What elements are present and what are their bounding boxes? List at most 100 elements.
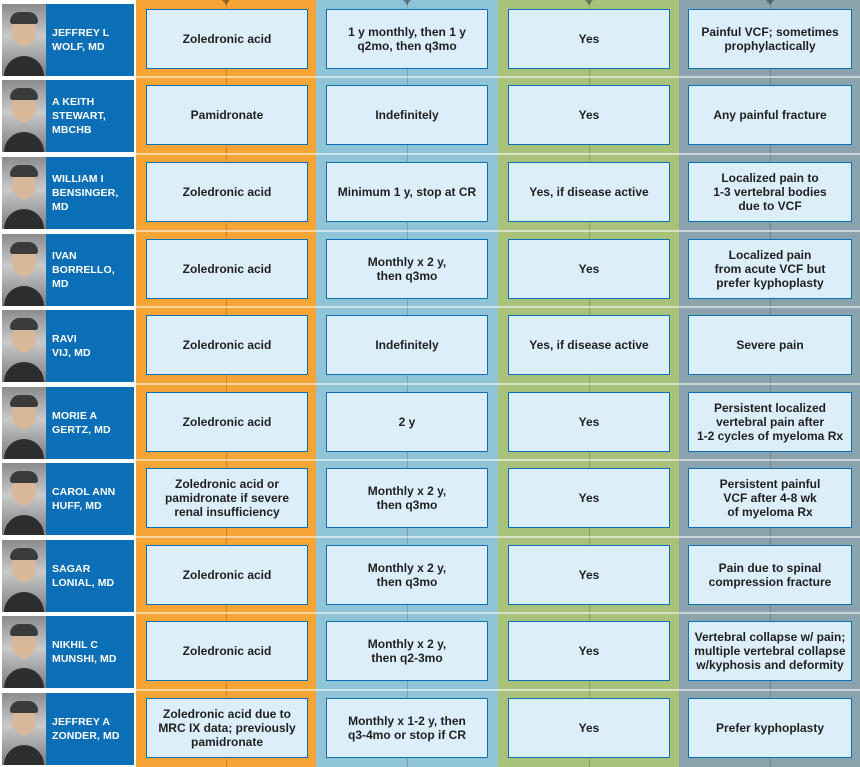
- answer-box-text: Yes, if disease active: [529, 338, 649, 352]
- duration-box-text: Monthly x 2 y, then q3mo: [367, 255, 447, 283]
- row-divider: [136, 536, 860, 538]
- row-divider: [136, 612, 860, 614]
- row-divider: [136, 230, 860, 232]
- indication-box-text: Pain due to spinal compression fracture: [708, 561, 832, 589]
- doctor-photo: [2, 157, 46, 229]
- doctor-name-band: SAGAR LONIAL, MD: [46, 540, 134, 612]
- duration-box-text: 2 y: [398, 415, 416, 429]
- duration-box: Monthly x 1-2 y, then q3-4mo or stop if …: [326, 698, 488, 758]
- doctor-photo: [2, 4, 46, 76]
- indication-box-text: Localized pain from acute VCF but prefer…: [714, 248, 826, 290]
- doctor-name: IVAN BORRELLO, MD: [52, 250, 115, 290]
- duration-box: Indefinitely: [326, 85, 488, 145]
- duration-box: Monthly x 2 y, then q3mo: [326, 545, 488, 605]
- agent-box-text: Zoledronic acid: [182, 415, 272, 429]
- agent-box: Zoledronic acid: [146, 315, 308, 375]
- duration-box: 2 y: [326, 392, 488, 452]
- row-divider: [136, 153, 860, 155]
- doctor-name: SAGAR LONIAL, MD: [52, 563, 115, 589]
- indication-box: Any painful fracture: [688, 85, 852, 145]
- answer-box: Yes: [508, 392, 670, 452]
- doctor-name-band: RAVI VIJ, MD: [46, 310, 134, 382]
- answer-box-text: Yes, if disease active: [529, 185, 649, 199]
- doctor-cell: JEFFREY L WOLF, MD: [0, 2, 136, 76]
- arrow-down-icon: [584, 0, 593, 5]
- duration-box-text: Monthly x 2 y, then q3mo: [367, 484, 447, 512]
- agent-box-text: Zoledronic acid: [182, 185, 272, 199]
- agent-box: Zoledronic acid: [146, 545, 308, 605]
- arrow-down-icon: [403, 0, 411, 5]
- doctor-name-band: NIKHIL C MUNSHI, MD: [46, 616, 134, 688]
- arrow-down-icon: [765, 0, 774, 5]
- doctor-photo: [2, 463, 46, 535]
- indication-box: Severe pain: [688, 315, 852, 375]
- indication-box-text: Any painful fracture: [713, 108, 827, 122]
- agent-box-text: Zoledronic acid: [182, 338, 272, 352]
- agent-box: Zoledronic acid: [146, 239, 308, 299]
- answer-box-text: Yes: [578, 644, 600, 658]
- agent-box-text: Zoledronic acid: [182, 568, 272, 582]
- doctor-name-band: MORIE A GERTZ, MD: [46, 387, 134, 459]
- answer-box: Yes: [508, 85, 670, 145]
- doctor-name: NIKHIL C MUNSHI, MD: [52, 639, 117, 665]
- doctor-name: JEFFREY A ZONDER, MD: [52, 716, 120, 742]
- duration-box: Minimum 1 y, stop at CR: [326, 162, 488, 222]
- agent-box-text: Zoledronic acid: [182, 32, 272, 46]
- indication-box-text: Persistent painful VCF after 4-8 wk of m…: [719, 477, 821, 519]
- doctor-cell: RAVI VIJ, MD: [0, 308, 136, 382]
- indication-box: Painful VCF; sometimes prophylactically: [688, 9, 852, 69]
- duration-box: Monthly x 2 y, then q3mo: [326, 239, 488, 299]
- doctor-name: CAROL ANN HUFF, MD: [52, 486, 116, 512]
- duration-box-text: Minimum 1 y, stop at CR: [337, 185, 477, 199]
- duration-box-text: Monthly x 2 y, then q3mo: [367, 561, 447, 589]
- duration-box: Monthly x 2 y, then q3mo: [326, 468, 488, 528]
- answer-box: Yes: [508, 239, 670, 299]
- row-divider: [136, 689, 860, 691]
- indication-box-text: Vertebral collapse w/ pain; multiple ver…: [694, 630, 846, 672]
- doctor-cell: NIKHIL C MUNSHI, MD: [0, 614, 136, 688]
- indication-box-text: Prefer kyphoplasty: [715, 721, 825, 735]
- indication-box: Vertebral collapse w/ pain; multiple ver…: [688, 621, 852, 681]
- doctor-cell: JEFFREY A ZONDER, MD: [0, 691, 136, 765]
- duration-box-text: 1 y monthly, then 1 y q2mo, then q3mo: [348, 25, 466, 53]
- duration-box: Monthly x 2 y, then q2-3mo: [326, 621, 488, 681]
- agent-box-text: Pamidronate: [190, 108, 264, 122]
- doctor-photo: [2, 616, 46, 688]
- doctor-photo: [2, 387, 46, 459]
- doctor-name: JEFFREY L WOLF, MD: [52, 27, 110, 53]
- agent-box-text: Zoledronic acid: [182, 644, 272, 658]
- doctor-photo: [2, 693, 46, 765]
- answer-box: Yes: [508, 698, 670, 758]
- arrow-down-icon: [222, 0, 230, 5]
- agent-box-text: Zoledronic acid or pamidronate if severe…: [164, 477, 290, 519]
- answer-box-text: Yes: [578, 721, 600, 735]
- answer-box: Yes: [508, 545, 670, 605]
- indication-box: Localized pain from acute VCF but prefer…: [688, 239, 852, 299]
- indication-box: Localized pain to 1-3 vertebral bodies d…: [688, 162, 852, 222]
- doctor-cell: IVAN BORRELLO, MD: [0, 232, 136, 306]
- answer-box-text: Yes: [578, 568, 600, 582]
- doctor-cell: CAROL ANN HUFF, MD: [0, 461, 136, 535]
- doctor-photo: [2, 80, 46, 152]
- answer-box: Yes, if disease active: [508, 315, 670, 375]
- duration-box-text: Indefinitely: [375, 338, 439, 352]
- agent-box: Zoledronic acid due to MRC IX data; prev…: [146, 698, 308, 758]
- indication-box-text: Persistent localized vertebral pain afte…: [696, 401, 844, 443]
- doctor-name-band: WILLIAM I BENSINGER, MD: [46, 157, 134, 229]
- indication-box: Pain due to spinal compression fracture: [688, 545, 852, 605]
- duration-box: 1 y monthly, then 1 y q2mo, then q3mo: [326, 9, 488, 69]
- agent-box: Pamidronate: [146, 85, 308, 145]
- doctor-name-band: JEFFREY L WOLF, MD: [46, 4, 134, 76]
- indication-box: Persistent localized vertebral pain afte…: [688, 392, 852, 452]
- answer-box: Yes, if disease active: [508, 162, 670, 222]
- answer-box: Yes: [508, 468, 670, 528]
- answer-box-text: Yes: [578, 415, 600, 429]
- duration-box: Indefinitely: [326, 315, 488, 375]
- doctor-cell: WILLIAM I BENSINGER, MD: [0, 155, 136, 229]
- agent-box-text: Zoledronic acid: [182, 262, 272, 276]
- row-divider: [136, 459, 860, 461]
- doctor-photo: [2, 540, 46, 612]
- duration-box-text: Monthly x 1-2 y, then q3-4mo or stop if …: [347, 714, 466, 742]
- agent-box: Zoledronic acid: [146, 392, 308, 452]
